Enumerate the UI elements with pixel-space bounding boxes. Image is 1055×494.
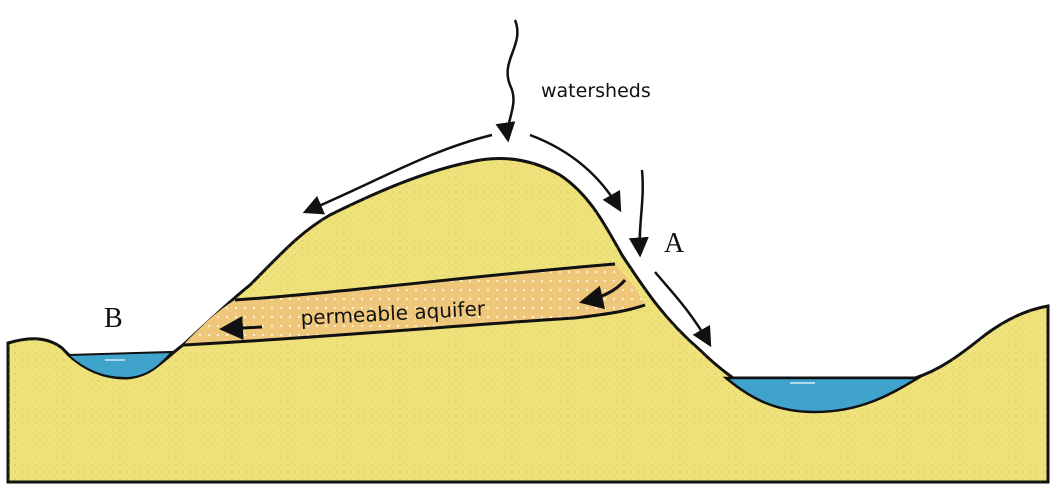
point-b-label: B bbox=[104, 303, 123, 334]
infiltration-arrow-a bbox=[628, 169, 649, 258]
water-body-b bbox=[65, 350, 175, 380]
runoff-arrow-right bbox=[529, 133, 622, 213]
runoff-arrow-lake bbox=[654, 271, 712, 348]
flow-arrow-inflow bbox=[579, 279, 627, 310]
watersheds-label: watersheds bbox=[541, 80, 651, 102]
point-a-label: A bbox=[664, 228, 685, 259]
runoff-arrow-left bbox=[302, 133, 493, 215]
flow-arrow-left bbox=[219, 315, 263, 340]
water-body-lake bbox=[722, 376, 923, 414]
rain-arrow-down bbox=[495, 19, 519, 143]
